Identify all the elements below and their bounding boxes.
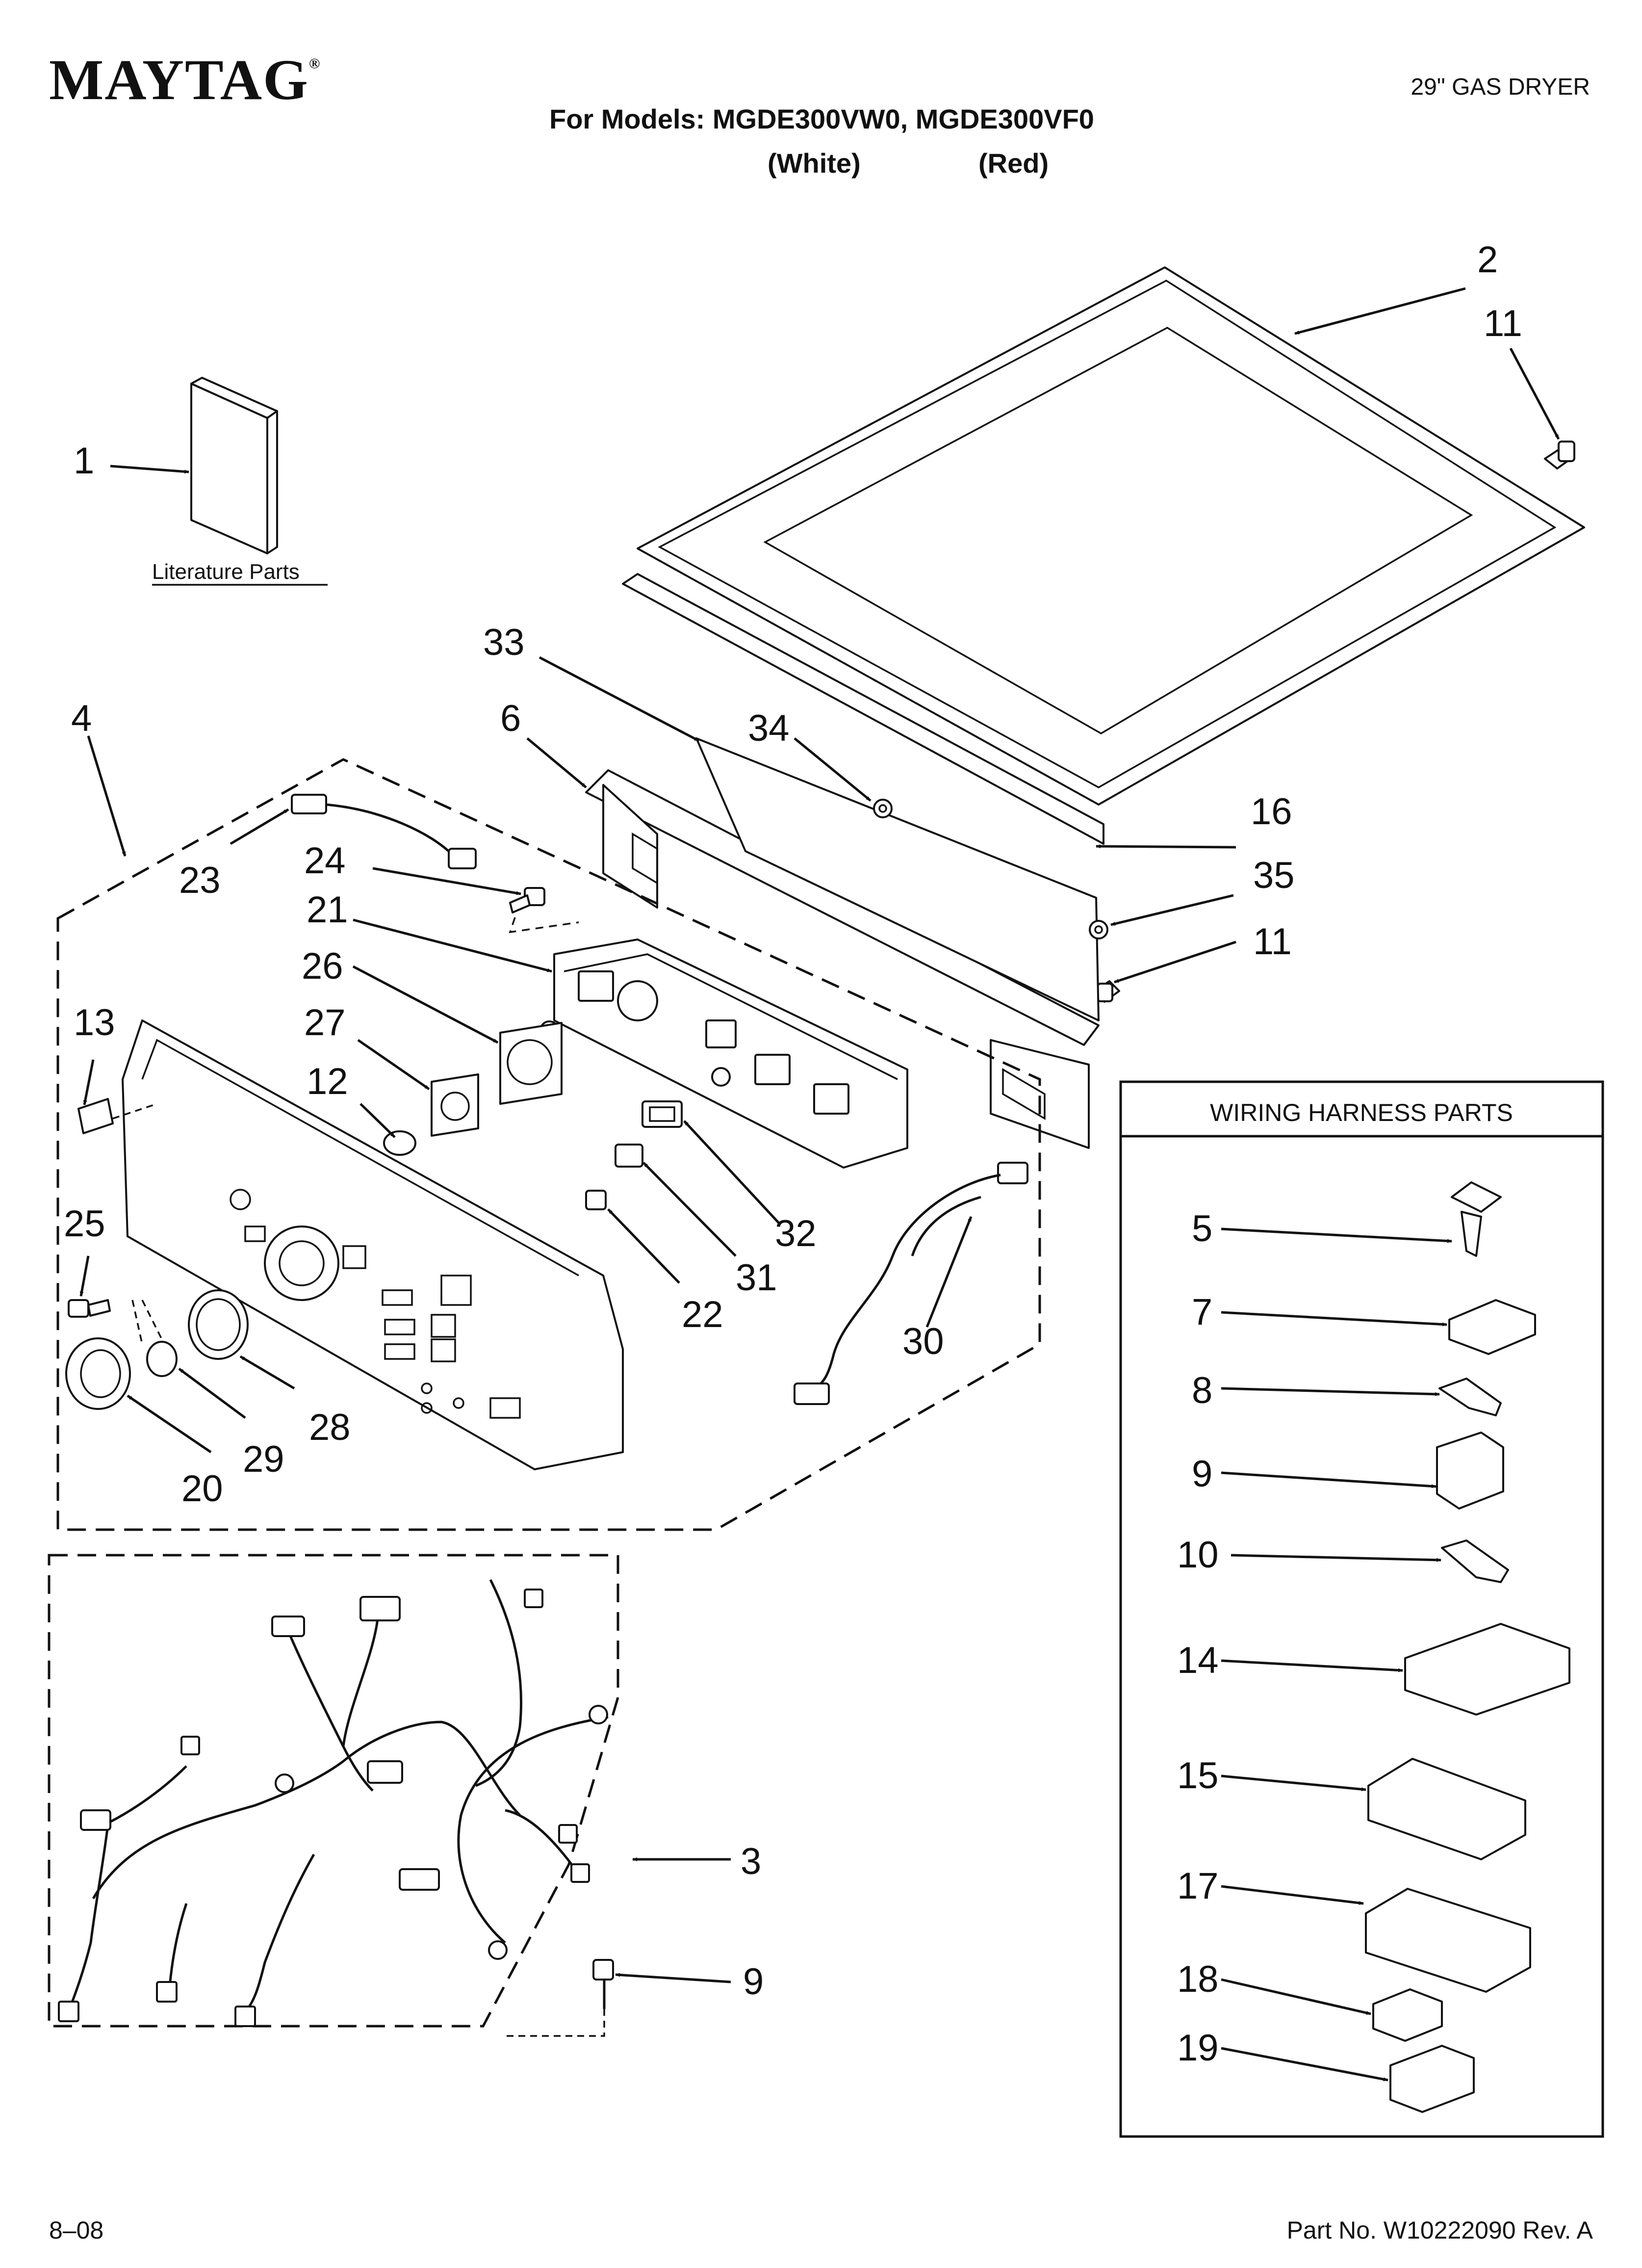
control-board (539, 938, 908, 1169)
main-wiring-harness (48, 1554, 619, 2028)
callout-15: 15 (1177, 1755, 1219, 1797)
terminal-8 (1438, 1378, 1502, 1416)
connector-17 (1365, 1888, 1531, 1993)
screw-part (1544, 441, 1575, 469)
light-pipe-13 (77, 1098, 157, 1134)
callout-7: 7 (1192, 1291, 1212, 1333)
clip-5-leg (1461, 1211, 1482, 1257)
callout-34: 34 (748, 707, 790, 749)
literature-label: Literature Parts (152, 560, 300, 584)
connector-19 (1389, 2045, 1475, 2113)
callout-5: 5 (1192, 1208, 1212, 1250)
callout-11-top: 11 (1484, 303, 1522, 344)
literature-part: Literature Parts (152, 377, 328, 586)
callout-9: 9 (743, 1961, 764, 2003)
callout-35: 35 (1253, 855, 1295, 896)
leader-arrows (79, 287, 1560, 2082)
callout-22: 22 (682, 1294, 723, 1335)
knob-ring-28 (188, 1289, 249, 1360)
fastener-part-34 (873, 799, 893, 818)
connector-9 (1436, 1432, 1504, 1510)
encoder-housing (499, 1022, 563, 1105)
brand-text: MAYTAG (49, 48, 309, 112)
callout-29: 29 (243, 1438, 284, 1480)
callout-33: 33 (483, 622, 525, 663)
callout-17: 17 (1177, 1865, 1219, 1907)
connector-14 (1404, 1623, 1570, 1716)
callout-9-harness-box: 9 (1192, 1453, 1212, 1495)
connector-15 (1367, 1758, 1526, 1860)
cap-disc (383, 1130, 416, 1156)
callout-10: 10 (1177, 1534, 1219, 1576)
callout-32: 32 (775, 1213, 817, 1254)
console-panel (122, 1019, 624, 1470)
footer-date: 8–08 (49, 2216, 104, 2244)
callout-27: 27 (304, 1002, 346, 1043)
callout-24: 24 (304, 840, 346, 882)
registered-mark: ® (308, 55, 321, 72)
callout-19: 19 (1177, 2027, 1219, 2069)
callout-11: 11 (1253, 921, 1292, 963)
screw-part-25 (68, 1299, 111, 1318)
switch-part-22 (585, 1190, 607, 1210)
callout-labels: 1 2 3 4 5 6 7 8 9 9 10 11 11 12 13 14 15… (64, 239, 1522, 2069)
switch-part-32 (641, 1100, 683, 1128)
fastener-part-35 (1089, 920, 1108, 939)
knob-insert-29 (131, 1300, 178, 1377)
wire-connector-23 (291, 794, 477, 869)
connector-7 (1448, 1299, 1536, 1355)
callout-28: 28 (309, 1407, 351, 1448)
screw-part (1094, 980, 1120, 1003)
callout-12: 12 (307, 1061, 348, 1102)
callout-14: 14 (1177, 1640, 1219, 1681)
callout-2: 2 (1477, 239, 1498, 281)
product-type: 29" GAS DRYER (1411, 74, 1590, 100)
callout-6: 6 (500, 698, 521, 739)
screw-part-24 (509, 887, 579, 934)
encoder-knob-mount (431, 1073, 479, 1137)
callout-1: 1 (74, 440, 94, 482)
footer-part-number: Part No. W10222090 Rev. A (1286, 2216, 1593, 2244)
callout-18: 18 (1177, 1958, 1219, 2000)
wire-harness-30 (794, 1162, 1028, 1405)
models-line: For Models: MGDE300VW0, MGDE300VF0 (549, 104, 1094, 134)
callout-26: 26 (302, 945, 343, 987)
terminal-10 (1441, 1539, 1509, 1583)
callout-20: 20 (181, 1468, 223, 1510)
callout-16: 16 (1251, 791, 1292, 833)
callout-23: 23 (179, 860, 221, 901)
top-panel (622, 266, 1585, 845)
wiring-harness-parts-box: WIRING HARNESS PARTS (1119, 1080, 1604, 2138)
callout-4: 4 (71, 698, 92, 739)
screw-part-9 (505, 1959, 614, 2037)
callout-3: 3 (741, 1841, 761, 1882)
callout-25: 25 (64, 1203, 105, 1245)
connector-18 (1372, 1988, 1443, 2042)
wiring-box-title: WIRING HARNESS PARTS (1210, 1099, 1513, 1126)
callout-13: 13 (74, 1002, 115, 1043)
switch-part-31 (615, 1144, 643, 1168)
color-white: (White) (768, 148, 861, 179)
callout-8: 8 (1192, 1370, 1212, 1411)
color-red: (Red) (978, 148, 1049, 179)
console-assembly-outline (56, 758, 1041, 1531)
callout-31: 31 (736, 1257, 777, 1299)
knob-20 (65, 1337, 131, 1410)
brand-logo: MAYTAG® (49, 47, 321, 113)
clip-5 (1451, 1181, 1502, 1213)
callout-30: 30 (902, 1321, 944, 1362)
callout-21: 21 (307, 889, 348, 931)
